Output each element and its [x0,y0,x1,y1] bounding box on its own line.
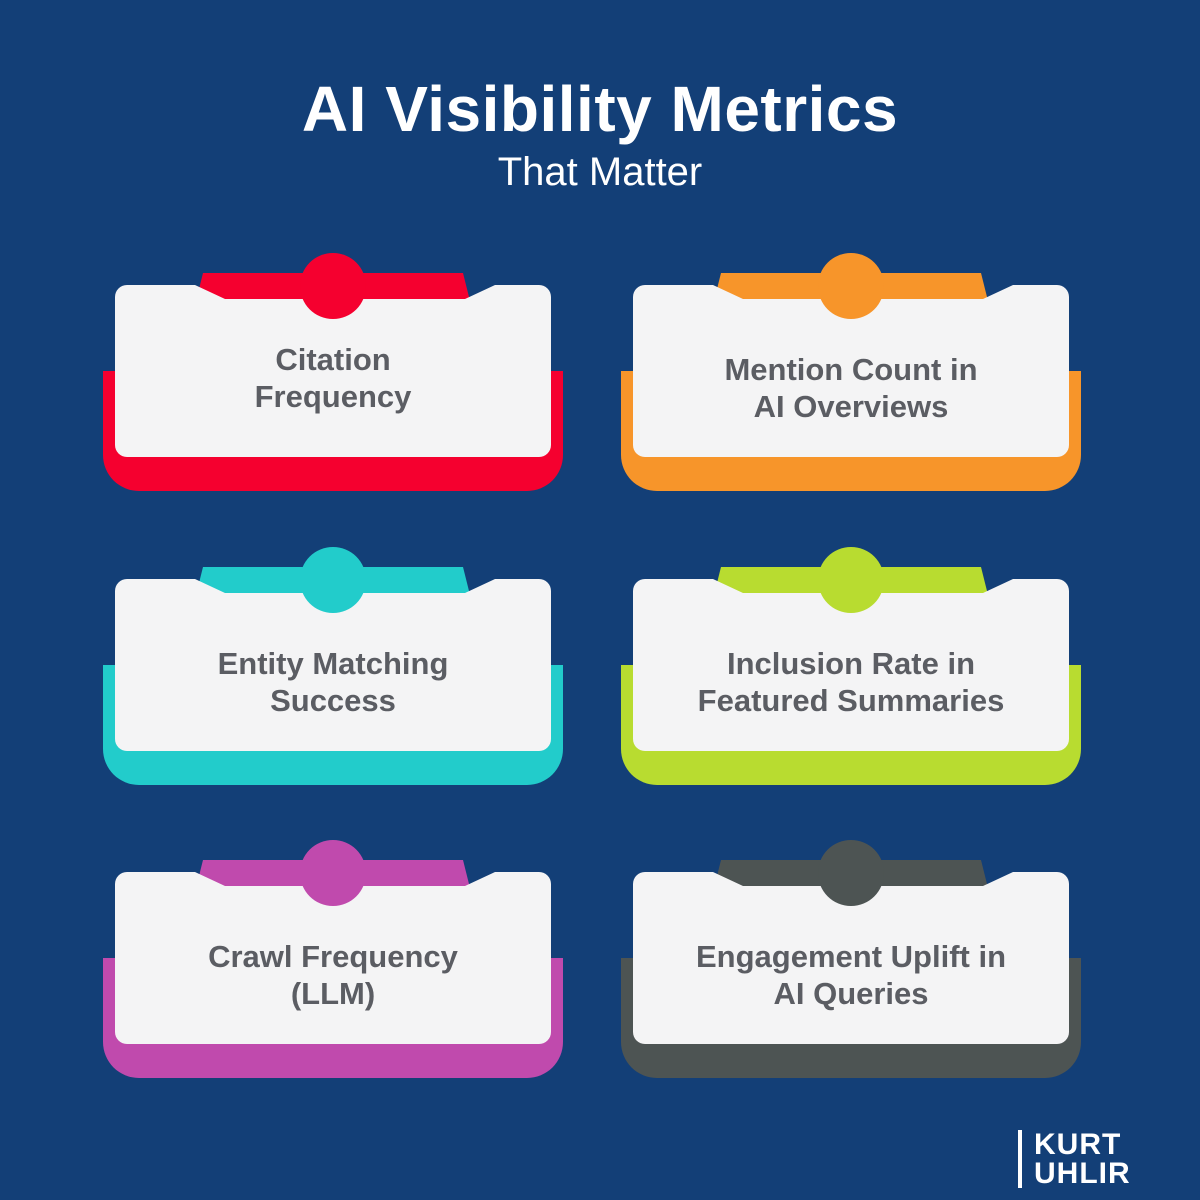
card-label-line1: Inclusion Rate in [726,646,975,681]
card-knob [300,840,366,906]
card-label-line1: Crawl Frequency [208,939,458,974]
card-label-line1: Engagement Uplift in [696,939,1006,974]
card-label-line2: Featured Summaries [697,683,1005,718]
brand-line1: KURT [1034,1128,1122,1161]
card-label-line1: Entity Matching [217,646,449,681]
card-knob [300,547,366,613]
card-label: Crawl Frequency(LLM) [115,896,551,1054]
metric-card-crawl-frequency: Crawl Frequency(LLM) [103,840,563,1080]
card-label-line2: (LLM) [290,976,376,1011]
card-knob [818,840,884,906]
card-knob [818,253,884,319]
card-label-line2: Success [270,683,396,718]
brand-line2: UHLIR [1034,1157,1131,1190]
brand-logo: KURT UHLIR [1018,1128,1131,1190]
card-label-line2: AI Queries [773,976,929,1011]
card-label-line1: Mention Count in [724,352,978,387]
card-label-line1: Citation [275,342,391,377]
page-title: AI Visibility Metrics [301,73,899,145]
card-knob [300,253,366,319]
card-label-line2: Frequency [254,379,412,414]
card-label-line2: AI Overviews [753,389,949,424]
card-knob [818,547,884,613]
page-subtitle: That Matter [497,150,703,194]
